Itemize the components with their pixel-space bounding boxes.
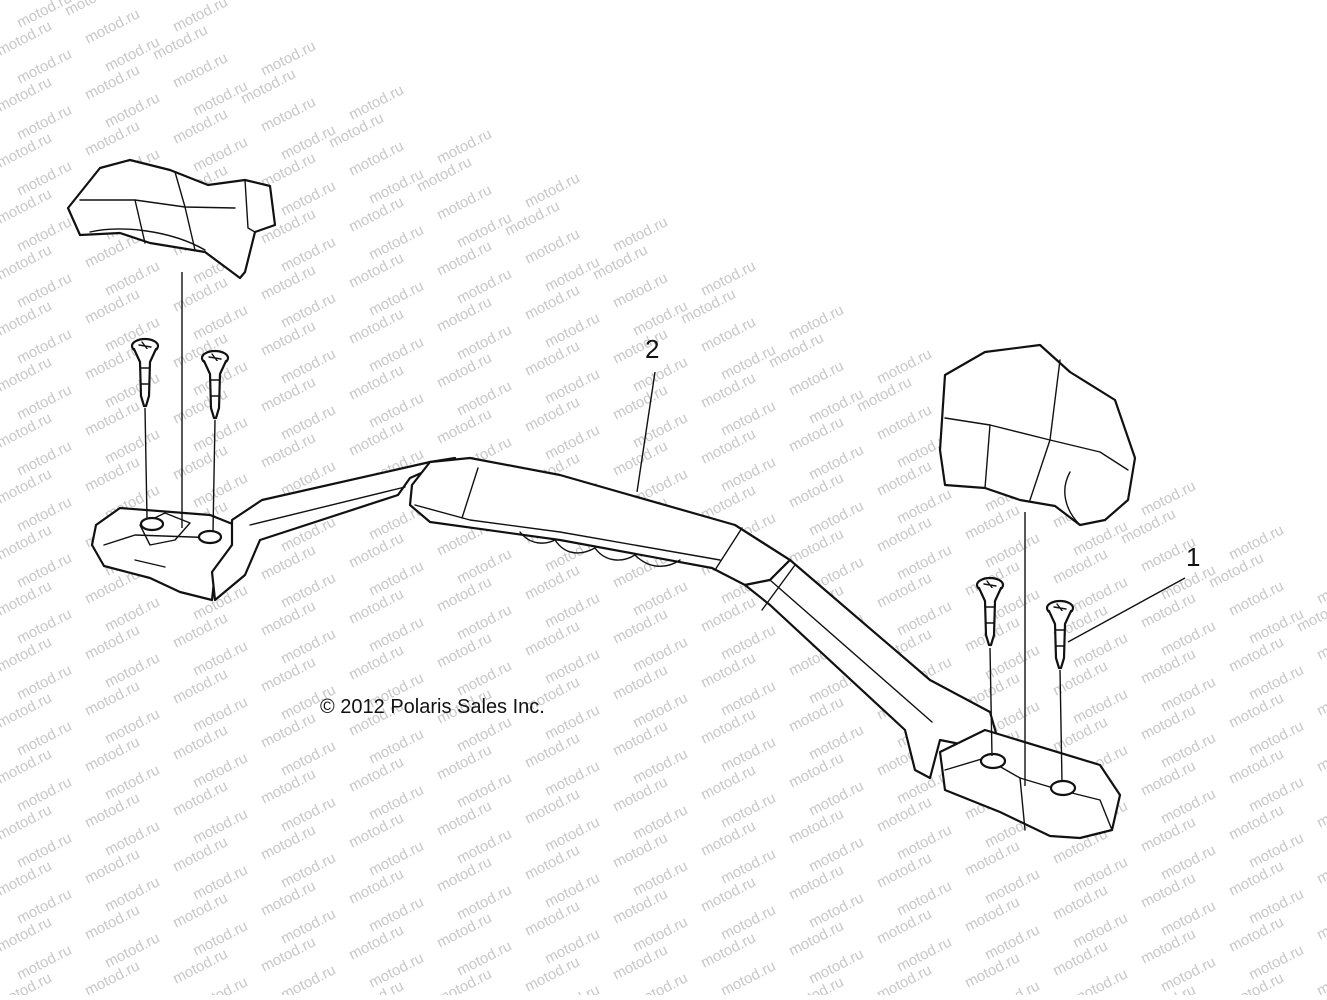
watermark-text: motod.ru: [698, 314, 758, 356]
leader-line-2: [636, 371, 656, 493]
copyright-text: © 2012 Polaris Sales Inc.: [320, 696, 545, 718]
watermark-text: motod.ru: [434, 182, 494, 224]
watermark-text: motod.ru: [610, 270, 670, 312]
watermark-text: motod.ru: [874, 402, 934, 444]
watermark-text: motod.ru: [522, 226, 582, 268]
watermark-text: motod.ru: [718, 958, 778, 995]
assembly-lines: [144, 272, 1063, 786]
watermark-text: motod.ru: [190, 974, 250, 995]
watermark-text: motod.ru: [1314, 566, 1327, 608]
watermark-text: motod.ru: [82, 6, 142, 48]
callout-label-1: 1: [1186, 542, 1200, 572]
watermark-text: motod.ru: [1226, 578, 1286, 620]
watermark-text: motod.ru: [630, 970, 690, 995]
watermark-text: motod.ru: [1314, 958, 1327, 995]
end-cap-right: [938, 343, 1137, 527]
grab-handle-part-2: [90, 456, 1122, 840]
watermark-text: motod.ru: [1314, 734, 1327, 776]
watermark-text: motod.ru: [258, 94, 318, 136]
watermark-text: motod.ru: [1314, 902, 1327, 944]
end-cap-left: [66, 158, 277, 280]
watermark-text: motod.ru: [1314, 678, 1327, 720]
watermark-text: motod.ru: [1314, 790, 1327, 832]
watermark-text: motod.ru: [170, 50, 230, 92]
leader-line-1: [1067, 577, 1186, 643]
watermark-text: motod.ru: [346, 138, 406, 180]
watermark-text: motod.ru: [1070, 966, 1130, 995]
watermark-text: motod.ru: [1314, 846, 1327, 888]
watermark-text: motod.ru: [786, 358, 846, 400]
callout-label-2: 2: [645, 334, 659, 364]
watermark-text: motod.ru: [278, 962, 338, 995]
